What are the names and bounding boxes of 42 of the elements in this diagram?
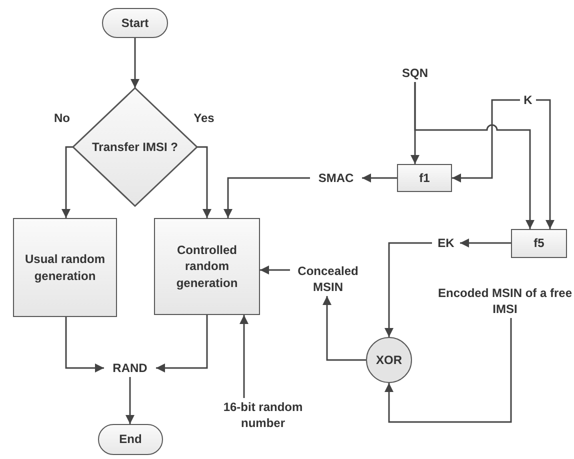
- node-text: Controlled random generation: [175, 242, 239, 291]
- process-box: [397, 164, 452, 192]
- arrow: [322, 296, 366, 361]
- node-text: Transfer IMSI ?: [92, 138, 178, 156]
- signal-label: K: [520, 91, 536, 109]
- edge-label: Yes: [192, 111, 216, 125]
- operator-circle: [366, 337, 412, 383]
- terminal-shape: [98, 424, 163, 455]
- process-box: [154, 218, 260, 315]
- node-text: Start: [121, 14, 149, 32]
- arrow: [65, 317, 104, 372]
- arrow: [197, 146, 212, 218]
- terminal-shape: [102, 8, 168, 38]
- arrow: [240, 315, 248, 398]
- signal-label: Concealed MSIN: [290, 262, 366, 296]
- process-box: [13, 218, 117, 317]
- arrow: [362, 174, 397, 182]
- node-text: f5: [534, 235, 544, 252]
- signal-label: SQN: [396, 64, 434, 82]
- arrow: [156, 315, 208, 372]
- signal-label: 16-bit random number: [206, 398, 320, 432]
- node-text: f1: [419, 170, 430, 186]
- signal-label: EK: [432, 234, 460, 252]
- signal-label: Encoded MSIN of a free IMSI: [436, 284, 574, 318]
- arrow: [536, 99, 554, 229]
- arrow: [130, 38, 140, 88]
- arrow: [414, 82, 534, 229]
- signal-label: RAND: [104, 359, 156, 377]
- node-text: Usual random generation: [24, 251, 106, 284]
- arrow: [384, 242, 432, 337]
- node-text: End: [119, 431, 142, 448]
- arrow: [62, 146, 73, 218]
- arrow: [126, 377, 134, 424]
- arrow: [260, 266, 290, 274]
- arrow: [452, 99, 520, 182]
- arrow: [460, 238, 511, 248]
- arrow: [224, 177, 310, 218]
- arrow: [384, 318, 512, 423]
- edge-label: No: [52, 111, 72, 125]
- node-text: XOR: [376, 352, 402, 368]
- signal-label: SMAC: [310, 169, 362, 187]
- process-box: [511, 229, 567, 258]
